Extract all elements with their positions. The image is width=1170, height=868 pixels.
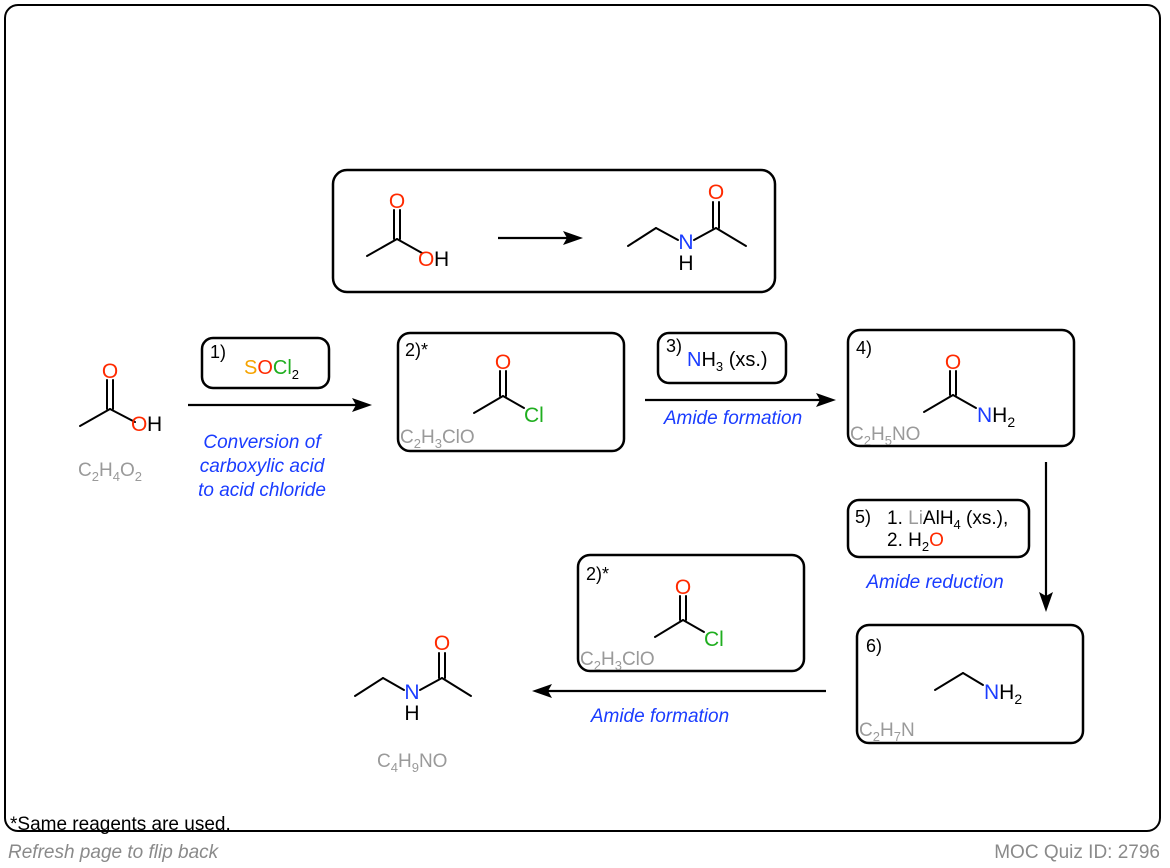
problem-arrow [498,231,583,245]
formula-c2h3clo: C2H3ClO [580,649,655,673]
step-4-box [846,328,1076,448]
nitrogen-atom: N [404,681,419,704]
step-6-number: 6) [866,636,882,656]
oxygen-atom: O [708,181,724,204]
hydroxyl-oxygen: O [418,248,434,271]
oxygen-atom: O [495,351,511,374]
formula-c2h5no: C2H5NO [850,424,920,448]
hydroxyl-hydrogen: H [147,413,162,436]
nh-hydrogen: H [404,702,419,725]
step-6-box [855,623,1085,745]
acetamide-molecule: O NH2 [923,351,1015,430]
oxygen-atom: O [389,190,405,213]
hydroxyl-oxygen: O [131,413,147,436]
n-ethylacetamide-molecule: O N H [354,632,472,725]
chlorine-atom: Cl [524,404,544,427]
step-3-caption: Amide formation [663,408,802,429]
n-ethylacetamide-molecule-top: O N H [627,181,747,275]
nh-hydrogen: H [678,252,693,275]
step-3-arrow [645,393,836,407]
acetic-acid-molecule: O O H [79,360,162,436]
step-1-caption-line-3: to acid chloride [198,480,326,501]
nitrogen-atom: N [678,231,693,254]
step-5-arrow [1039,462,1053,612]
quiz-id-label: MOC Quiz ID: 2796 [994,842,1160,863]
step-4-number: 4) [856,338,872,358]
oxygen-atom: O [945,351,961,374]
thionyl-chloride-reagent: SOCl2 [244,357,299,382]
step-7-caption: Amide formation [590,706,729,727]
footnote: *Same reagents are used. [10,814,231,835]
step-3-number: 3) [666,336,682,356]
formula-c2h4o2: C2H4O2 [78,460,142,484]
step-1-box [200,336,331,390]
step-7-number: 2)* [586,564,609,584]
step-2-number: 2)* [405,340,428,360]
step-2-box [396,331,626,453]
step-5-line-1: 1. LiAlH4 (xs.), [887,508,1008,532]
hydroxyl-hydrogen: H [434,248,449,271]
flip-back-hint[interactable]: Refresh page to flip back [8,842,219,863]
oxygen-atom: O [102,360,118,383]
acetyl-chloride-molecule: O Cl [473,351,544,427]
step-1-arrow [188,398,372,412]
formula-c4h9no: C4H9NO [377,751,447,775]
ethylamine-molecule: NH2 [934,672,1022,707]
acetic-acid-molecule-top: O O H [366,190,449,271]
step-3-box [656,331,788,385]
chlorine-atom: Cl [704,628,724,651]
step-7-box [576,553,806,673]
step-7-arrow [532,684,826,698]
step-5-caption: Amide reduction [865,572,1003,593]
step-1-caption-line-2: carboxylic acid [200,456,326,477]
oxygen-atom: O [434,632,450,655]
step-5-number: 5) [855,507,871,527]
amine-group: NH2 [977,404,1015,430]
amine-group: NH2 [984,681,1022,707]
acetyl-chloride-molecule: O Cl [654,576,724,651]
step-1-caption-line-1: Conversion of [203,432,322,453]
step-1-number: 1) [210,342,226,362]
formula-c2h7n: C2H7N [859,720,915,744]
quiz-card [4,4,1161,832]
step-5-box [846,498,1031,559]
step-5-line-2: 2. H2O [887,530,944,554]
formula-c2h3clo: C2H3ClO [400,427,475,451]
ammonia-reagent: NH3 (xs.) [687,349,768,374]
oxygen-atom: O [675,576,691,599]
problem-box [331,168,777,294]
